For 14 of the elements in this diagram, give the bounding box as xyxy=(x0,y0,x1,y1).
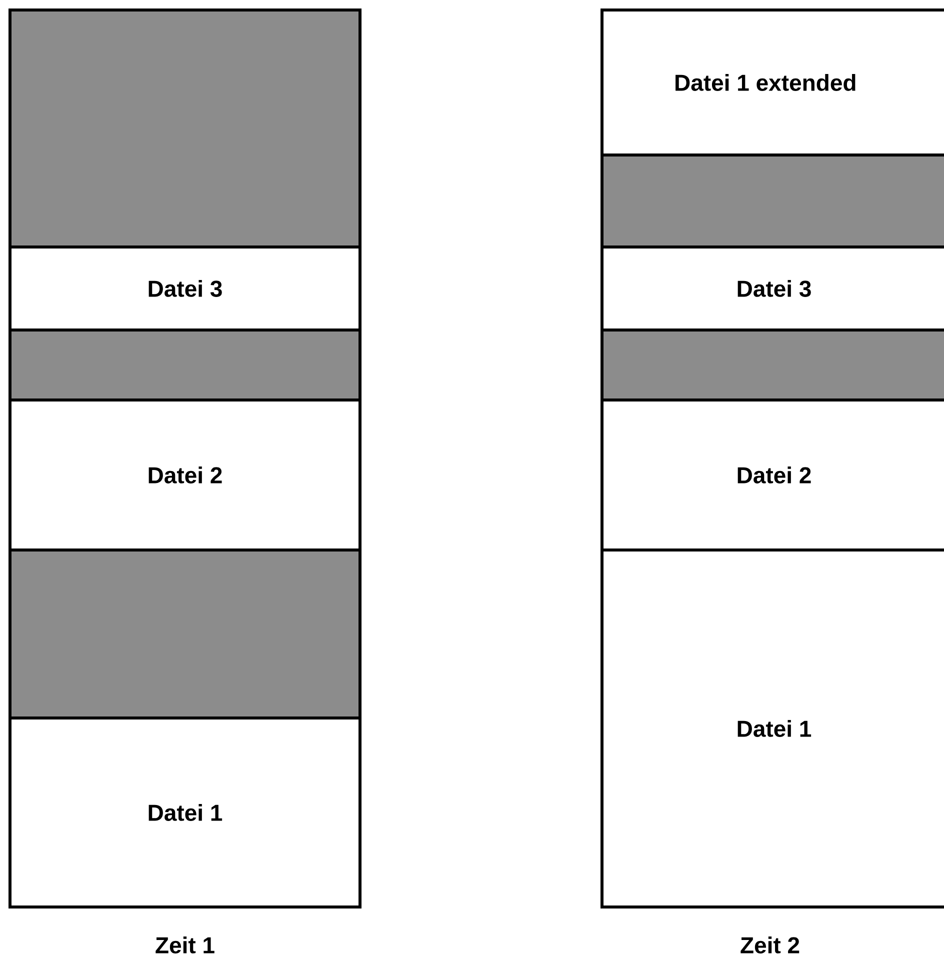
free-space-block xyxy=(8,328,362,402)
free-space-block xyxy=(8,8,362,248)
memory-block: Datei 1 xyxy=(8,716,362,908)
memory-block: Datei 3 xyxy=(600,246,944,332)
memory-block: Datei 2 xyxy=(600,398,944,552)
memory-block: Datei 1 xyxy=(600,548,944,908)
time-label: Zeit 2 xyxy=(740,936,800,954)
memory-block: Datei 2 xyxy=(8,398,362,552)
memory-block: Datei 1 extended xyxy=(600,8,944,156)
time-label: Zeit 1 xyxy=(156,936,214,954)
memory-block: Datei 3 xyxy=(8,246,362,332)
free-space-block xyxy=(600,328,944,402)
free-space-block xyxy=(600,154,944,248)
free-space-block xyxy=(8,548,362,720)
